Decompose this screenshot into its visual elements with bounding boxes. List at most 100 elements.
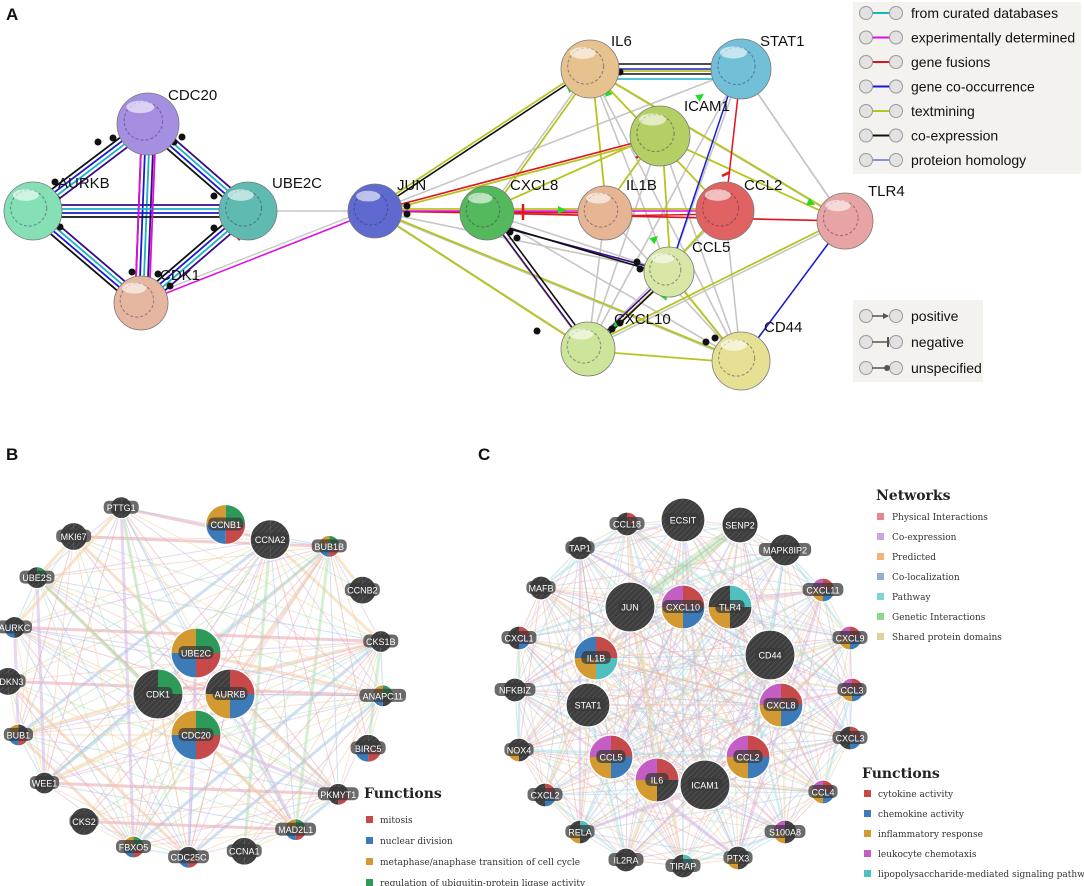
interaction-dot (636, 265, 644, 273)
network-edge (269, 539, 339, 795)
textmining-edge-jun-icam1 (376, 137, 663, 214)
node-label-bg-pkmyt1 (317, 787, 359, 801)
node-label-bg-ube2s (19, 570, 55, 584)
network-edge (14, 626, 159, 695)
edge-cxcl8-cxcl10-0 (486, 212, 589, 350)
node-label-cd44: CD44 (764, 319, 802, 336)
pie-slice-jun-1 (630, 607, 655, 632)
network-edge (328, 546, 384, 696)
node-label-ube2s: UBE2S (22, 573, 52, 583)
network-edge (629, 606, 824, 793)
network-edge (269, 539, 384, 697)
network-edge (540, 587, 771, 656)
edge-tlr4-cxcl10 (587, 220, 846, 350)
gene-node-il1b: IL1B (573, 635, 619, 681)
function-swatch-c-1 (864, 810, 871, 817)
gene-node-senp2: SENP2 (721, 506, 759, 544)
pie-slice-icam1-2 (680, 785, 705, 810)
network-edge (587, 654, 771, 706)
gene-node-ccl2: CCL2 (725, 734, 771, 780)
network-label-pathway: Pathway (892, 593, 931, 603)
network-edge (629, 606, 706, 786)
node-label-bg-rela (565, 825, 595, 838)
node-border-cxcl10 (660, 584, 706, 630)
gene-node-cdk1: CDK1 (132, 668, 184, 720)
node-label-cxcl2: CXCL2 (530, 791, 559, 801)
network-edge (7, 539, 271, 682)
protein-structure-cxcl8 (465, 193, 501, 228)
protein-structure-cdk1 (119, 283, 155, 318)
node-border-stat1 (565, 682, 611, 728)
interaction-dot (616, 319, 624, 327)
interaction-dot (403, 202, 411, 210)
network-edge (629, 606, 851, 739)
node-label-bg-il1b (581, 651, 611, 664)
gene-node-wee1: WEE1 (29, 771, 60, 795)
network-edge (73, 536, 297, 830)
network-edge (518, 606, 684, 639)
node-il6: IL6 (560, 33, 632, 99)
edge-jun-il6--111 (374, 68, 591, 212)
legend-node-right-2 (889, 55, 903, 69)
protein-structure-jun (353, 191, 389, 226)
action-label-positive: positive (911, 308, 959, 324)
network-edge (579, 606, 731, 833)
protein-structure-cdc20 (123, 101, 164, 141)
function-swatch-c-2 (864, 830, 871, 837)
network-edge (36, 577, 381, 642)
node-label-birc5: BIRC5 (355, 744, 382, 754)
network-edge (7, 681, 134, 848)
node-label-bg-cks1b (363, 634, 399, 648)
legend-node-right-6 (889, 153, 903, 167)
node-label-bg-ccl2 (733, 750, 763, 763)
network-edge (119, 507, 160, 695)
network-swatch-0 (877, 513, 884, 520)
network-edge (188, 793, 339, 858)
network-edge (120, 507, 384, 697)
network-label-genetic-interactions: Genetic Interactions (892, 613, 986, 623)
function-swatch-c-0 (864, 790, 871, 797)
network-edge (44, 782, 189, 858)
function-swatch-1 (366, 837, 373, 844)
interaction-dot (533, 327, 541, 335)
node-label-bg-anapc11 (359, 688, 407, 702)
network-edge (518, 587, 542, 751)
node-border-ecsit (660, 497, 706, 543)
gene-node-tirap: TIRAP (665, 853, 701, 879)
textmining-edge-tlr4-cxcl10 (585, 218, 844, 348)
node-label-ube2c: UBE2C (181, 649, 212, 659)
node-ube2c: UBE2C (218, 175, 322, 241)
gene-node-s100a8: S100A8 (764, 819, 806, 845)
gene-node-nox4: NOX4 (504, 737, 534, 763)
node-label-bg-ccl4 (808, 785, 838, 798)
interaction-dot (166, 282, 174, 290)
gene-node-mad2l1: MAD2L1 (275, 818, 317, 842)
network-edge (595, 657, 706, 786)
network-edge (17, 577, 38, 735)
network-edge (36, 577, 189, 858)
network-edge (579, 831, 739, 859)
node-ccl5: CCL5 (643, 239, 730, 298)
gene-node-cd44: CD44 (744, 629, 796, 681)
network-edge (595, 657, 658, 781)
network-swatch-3 (877, 573, 884, 580)
node-label-ecsit: ECSIT (670, 516, 697, 526)
gene-node-aurkb: AURKB (204, 668, 256, 720)
network-edge (73, 536, 135, 848)
node-label-il6: IL6 (611, 33, 632, 50)
node-label-cxcl1: CXCL1 (504, 634, 533, 644)
gene-node-birc5: BIRC5 (350, 733, 386, 763)
network-edge (610, 654, 771, 758)
network-label-physical-interactions: Physical Interactions (892, 513, 988, 523)
node-label-bg-birc5 (350, 741, 386, 755)
network-edge (784, 549, 824, 793)
node-border-aurkb (204, 668, 256, 720)
gene-node-cxcl3: CXCL3 (832, 725, 868, 751)
node-label-bg-senp2 (722, 518, 758, 531)
pie-slice-ube2c-2 (171, 653, 196, 678)
node-label-cxcl3: CXCL3 (835, 734, 864, 744)
textmining-edge-jun-il6 (372, 66, 589, 210)
function-label-regulation-of-ubiquitin-protein-ligase-activity: regulation of ubiquitin-protein ligase a… (380, 879, 586, 886)
edge-cxcl8-ccl5-1 (491, 222, 675, 278)
